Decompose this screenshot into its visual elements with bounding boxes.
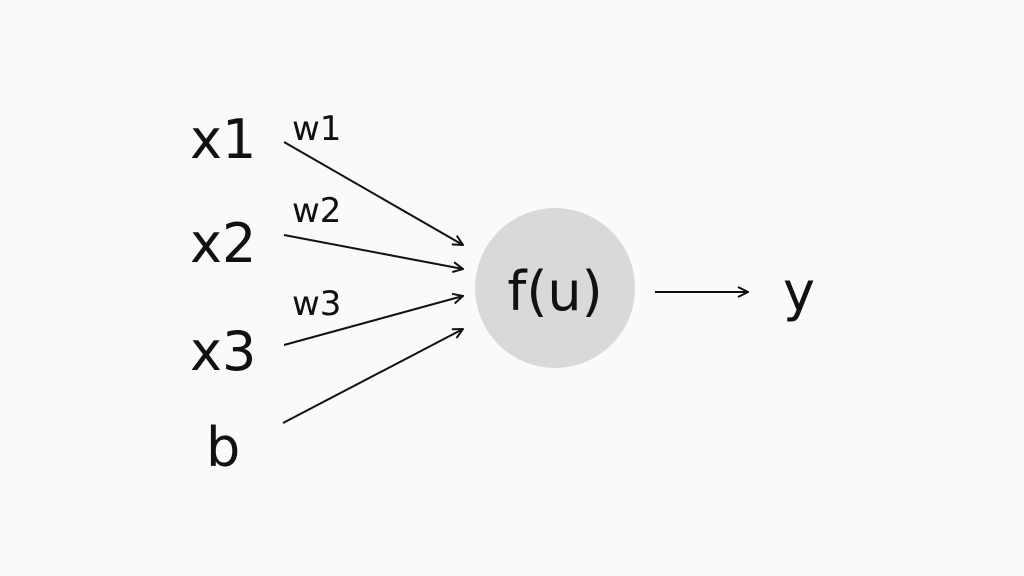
input-x3-label: x3 (190, 320, 256, 383)
neuron-label: f(u) (507, 260, 602, 323)
edge-x3-to-neuron (283, 296, 463, 346)
input-x1-label: x1 (190, 108, 256, 171)
edge-x1-to-neuron (283, 141, 463, 245)
neuron-node (475, 208, 635, 368)
weight-w1-label: w1 (292, 109, 341, 149)
bias-label: b (206, 416, 240, 479)
edge-x2-to-neuron (283, 234, 463, 269)
weight-w2-label: w2 (292, 191, 341, 231)
output-y-label: y (783, 260, 815, 323)
weight-w3-label: w3 (292, 284, 341, 324)
input-x2-label: x2 (190, 212, 256, 275)
edge-b-to-neuron (282, 329, 463, 424)
